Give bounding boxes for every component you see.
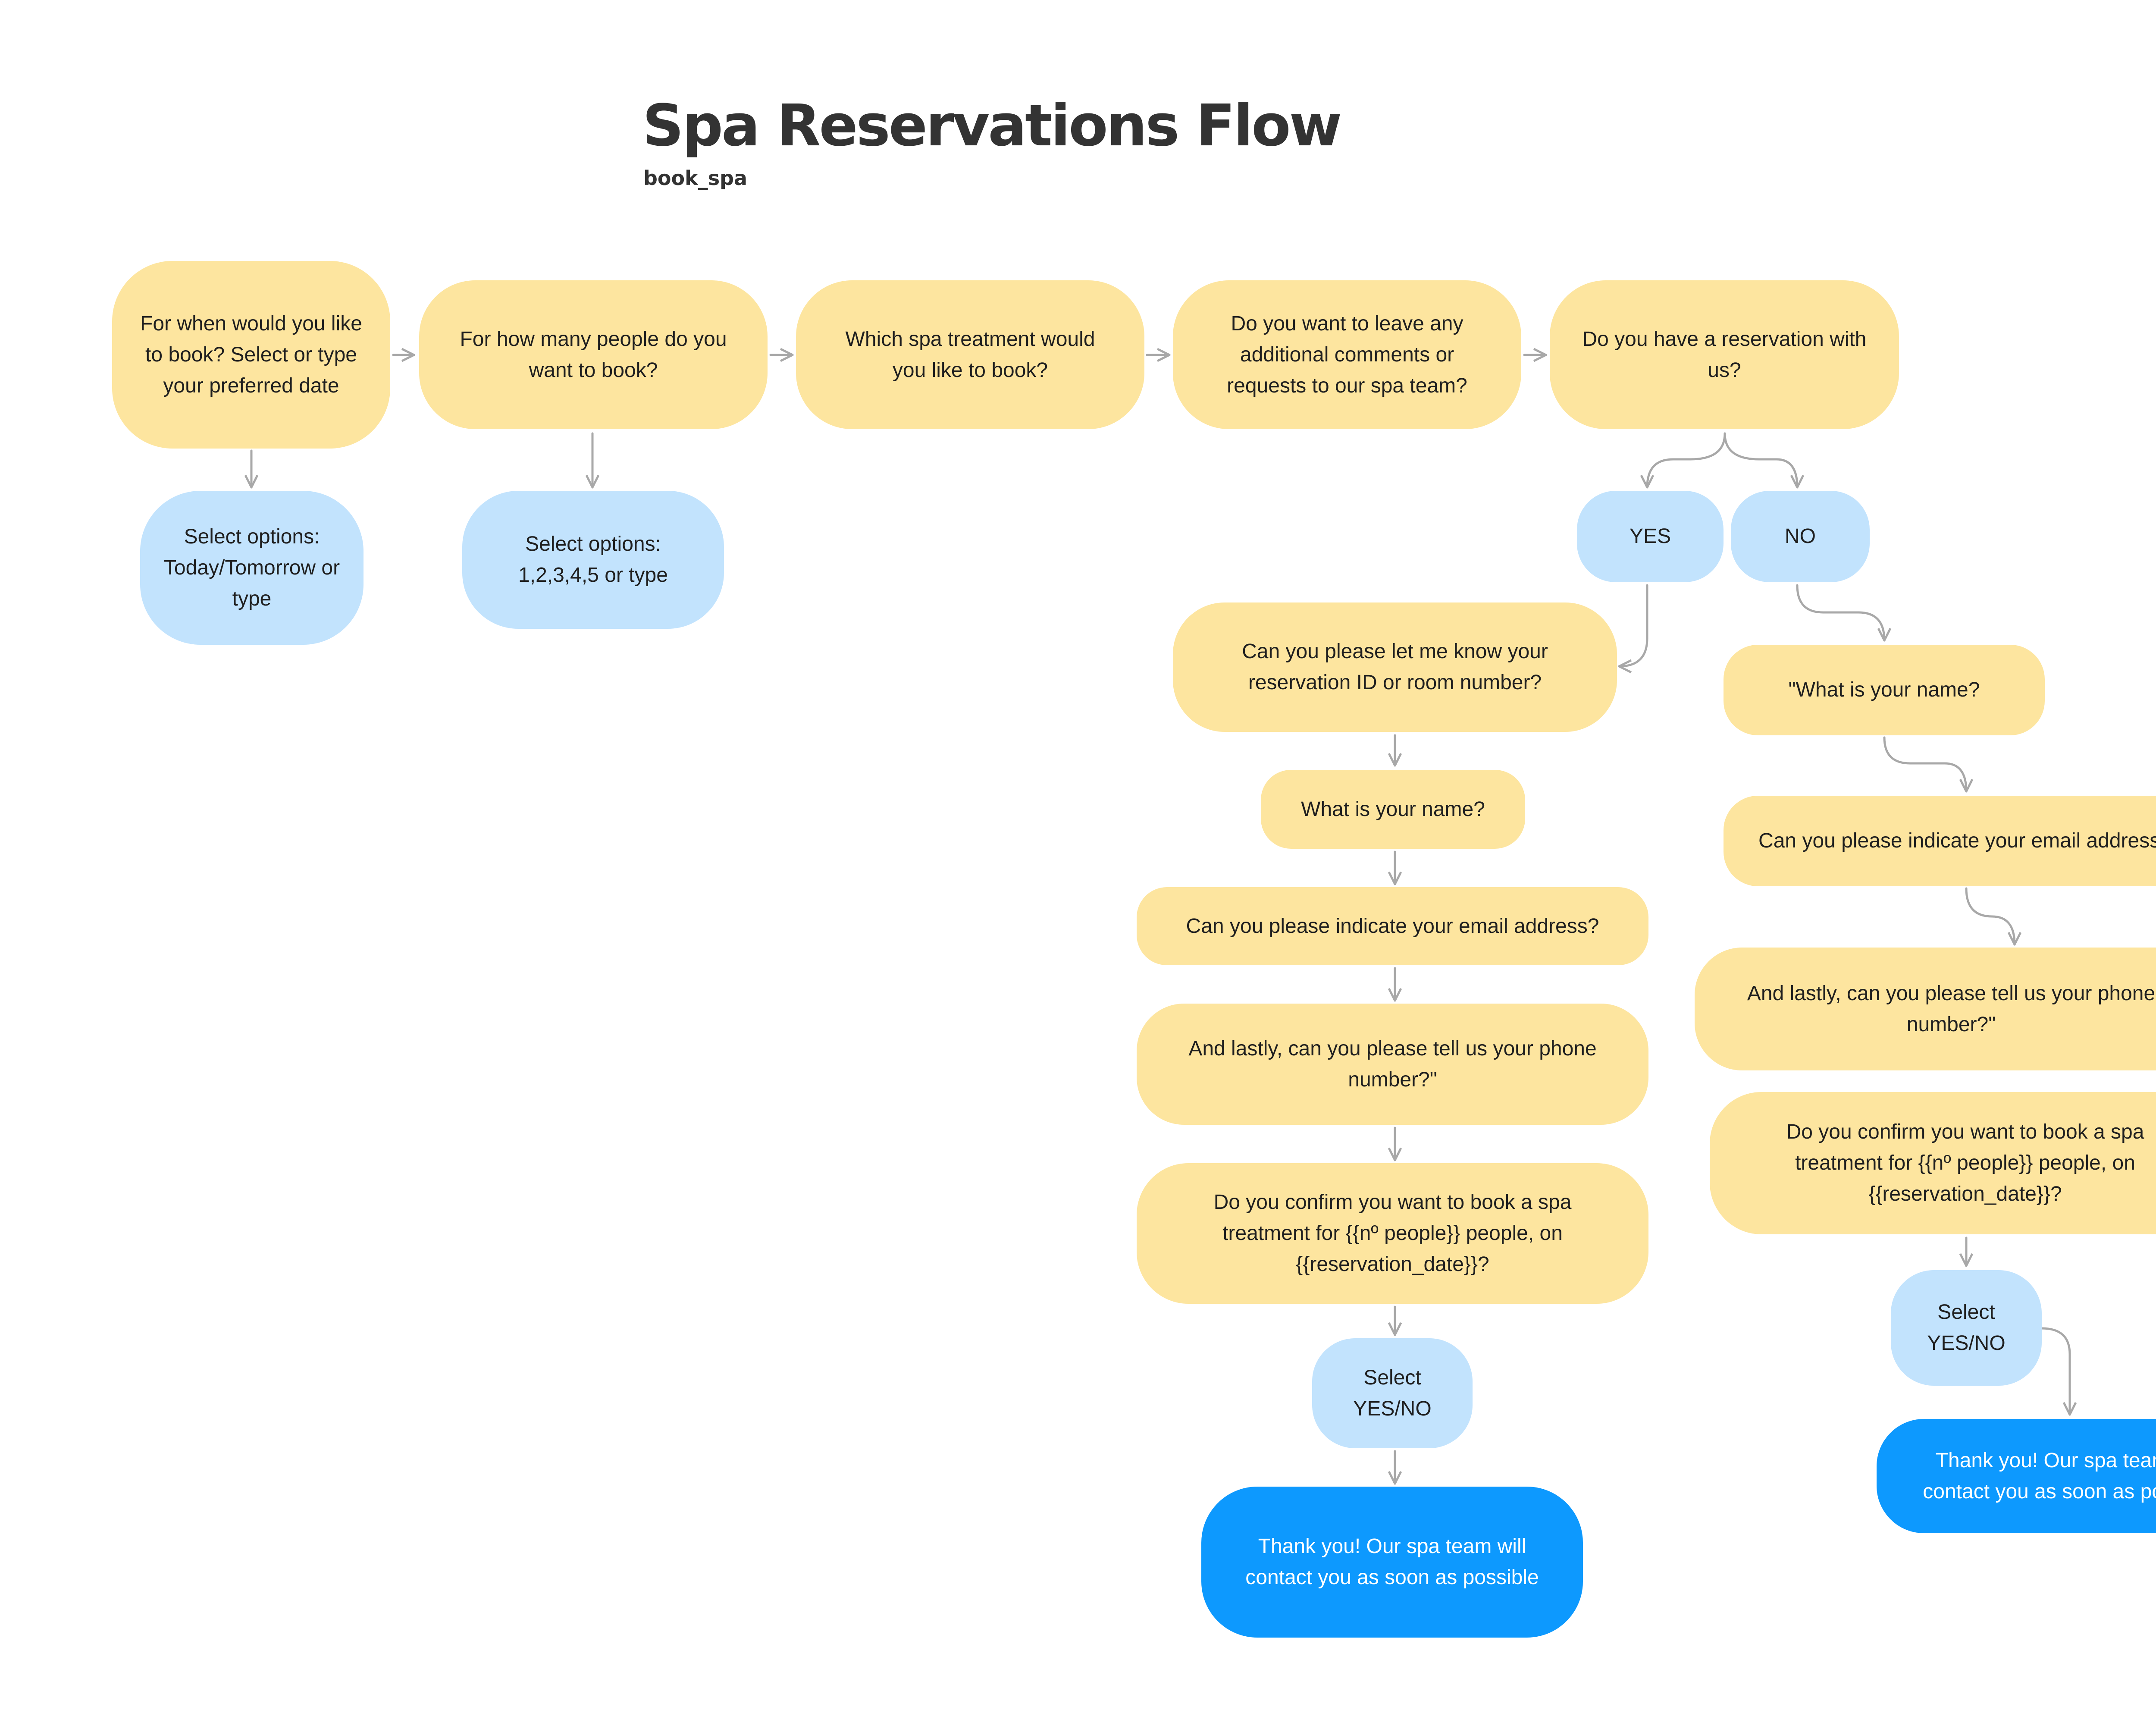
option-select-yes-no-no-branch: Select YES/NO [1891,1270,2042,1386]
connector-yes-to-id [1618,584,1648,674]
option-yes: YES [1577,491,1724,582]
page-title: Spa Reservations Flow [642,93,1342,159]
options-people-count: Select options: 1,2,3,4,5 or type [462,491,724,629]
flow-id: book_spa [643,166,748,190]
connector-no-email-to-phone [1965,887,2022,946]
question-confirm-booking-no-branch: Do you confirm you want to book a spa tr… [1710,1092,2156,1234]
connector-reservation-to-yes [1640,432,1726,489]
question-people-count: For how many people do you want to book? [419,280,768,429]
question-phone: And lastly, can you please tell us your … [1137,1004,1648,1125]
question-additional-comments: Do you want to leave any additional comm… [1173,280,1521,429]
end-thank-you-message: Thank you! Our spa team will contact you… [1201,1487,1583,1638]
question-spa-treatment: Which spa treatment would you like to bo… [796,280,1144,429]
question-email-no-branch: Can you please indicate your email addre… [1724,796,2156,886]
question-phone-no-branch: And lastly, can you please tell us your … [1695,948,2156,1070]
connector-no-to-name [1796,584,1892,642]
question-name: What is your name? [1261,770,1525,849]
question-booking-date: For when would you like to book? Select … [112,261,390,449]
question-email: Can you please indicate your email addre… [1137,887,1648,965]
connector-no-select-to-end [2040,1327,2077,1416]
end-thank-you-message-no-branch: Thank you! Our spa team will contact you… [1877,1419,2156,1533]
options-booking-date: Select options: Today/Tomorrow or type [140,491,364,645]
option-select-yes-no: Select YES/NO [1312,1338,1473,1448]
connector-no-name-to-email [1883,736,1974,793]
question-reservation-id: Can you please let me know your reservat… [1173,602,1617,732]
connector-reservation-to-no [1724,432,1805,489]
question-confirm-booking: Do you confirm you want to book a spa tr… [1137,1163,1648,1304]
option-no: NO [1731,491,1870,582]
question-has-reservation: Do you have a reservation with us? [1550,280,1899,429]
question-name-no-branch: "What is your name? [1724,645,2045,735]
